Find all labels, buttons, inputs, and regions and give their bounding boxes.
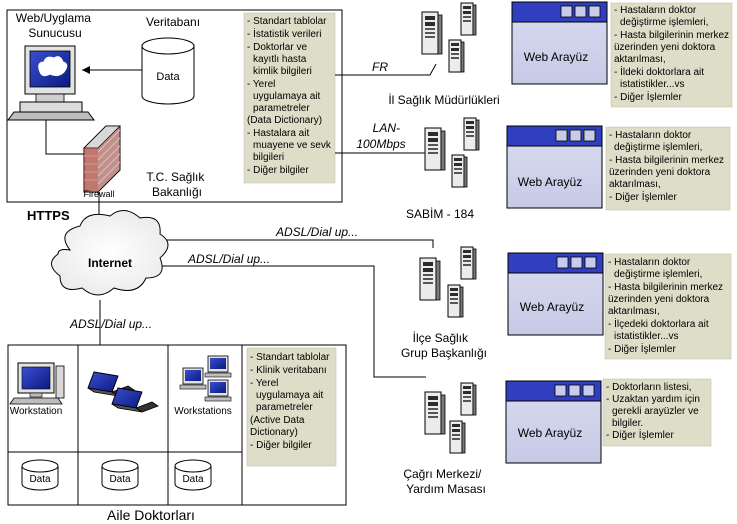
- node-3-web-interface: [507, 252, 604, 336]
- lan-label: LAN- 100Mbps: [356, 121, 405, 151]
- https-label: HTTPS: [27, 208, 70, 223]
- family-doctors-notes-box: [246, 347, 337, 467]
- arrow-left-icon: [82, 66, 90, 74]
- ministry-notes: - Standart tablolar - İstatistik veriler…: [247, 16, 334, 176]
- web-server-label: Web/Uyglama Sunucusu: [16, 11, 94, 40]
- node-3-web-title: Web Arayüz: [520, 300, 584, 314]
- workstations-icon: [179, 355, 232, 402]
- node-3-notes-box: [604, 253, 732, 360]
- internet-label: Internet: [88, 256, 132, 270]
- node-2-label: SABİM - 184: [406, 207, 474, 221]
- node-4-web-title: Web Arayüz: [518, 426, 582, 440]
- adsl-connector-1: [152, 239, 434, 248]
- sabim-server-icon: [424, 117, 480, 188]
- fr-label: FR: [372, 60, 388, 74]
- node-1-notes: - Hastaların doktor değiştirme işlemleri…: [614, 5, 732, 103]
- web-server-computer-icon: [7, 45, 95, 121]
- family-doctors-grid: [7, 344, 347, 506]
- ilce-saglik-server-icon: [419, 246, 477, 318]
- node-1-notes-box: [610, 2, 733, 108]
- node-2-web-interface: [506, 125, 603, 209]
- node-3-label: İlçe Sağlık Grup Başkanlığı: [401, 331, 487, 360]
- family-doctors-title: Aile Doktorları: [107, 507, 195, 523]
- node-4-notes: - Doktorların listesi, - Uzaktan yardım …: [606, 382, 703, 441]
- workstation-label: Workstation: [10, 406, 63, 417]
- node-2-notes-box: [605, 126, 731, 211]
- node-2-web-title: Web Arayüz: [518, 175, 582, 189]
- node-4-web-interface: [505, 380, 602, 464]
- data-label-2: Data: [109, 474, 131, 485]
- cagri-merkezi-server-icon: [424, 382, 477, 454]
- ministry-box: [6, 9, 343, 203]
- node-3-notes: - Hastaların doktor değiştirme işlemleri…: [608, 257, 726, 355]
- internet-cloud-icon: [51, 210, 169, 296]
- adsl-connector-2: [158, 265, 426, 378]
- workstation-icon: [9, 362, 65, 405]
- database-data-label: Data: [156, 71, 180, 83]
- node-1-web-interface: [511, 1, 608, 85]
- ministry-label: T.C. Sağlık Bakanlığı: [146, 170, 207, 199]
- node-1-label: İl Sağlık Müdürlükleri: [388, 93, 499, 107]
- family-doctors-notes: - Standart tablolar - Klinik veritabanı …: [250, 352, 332, 451]
- workstations-label: Workstations: [174, 406, 232, 417]
- firewall-icon: [83, 125, 121, 193]
- server-to-firewall-connector: [45, 120, 84, 155]
- database-label: Veritabanı: [146, 15, 200, 29]
- data-label-3: Data: [182, 474, 204, 485]
- adsl-label-3: ADSL/Dial up...: [69, 317, 152, 331]
- database-cylinder-icon: [141, 37, 195, 105]
- node-1-web-title: Web Arayüz: [524, 50, 588, 64]
- node-4-notes-box: [602, 378, 712, 447]
- ministry-notes-box: [243, 12, 336, 184]
- fr-connector: [335, 63, 437, 76]
- node-4-label: Çağrı Merkezi/ Yardım Masası: [403, 467, 486, 496]
- adsl-label-1: ADSL/Dial up...: [275, 225, 358, 239]
- il-saglik-server-icon: [421, 2, 477, 73]
- data-label-1: Data: [29, 474, 51, 485]
- node-2-notes: - Hastaların doktor değiştirme işlemleri…: [609, 130, 727, 203]
- laptops-icon: [87, 371, 159, 413]
- adsl-label-2: ADSL/Dial up...: [187, 252, 270, 266]
